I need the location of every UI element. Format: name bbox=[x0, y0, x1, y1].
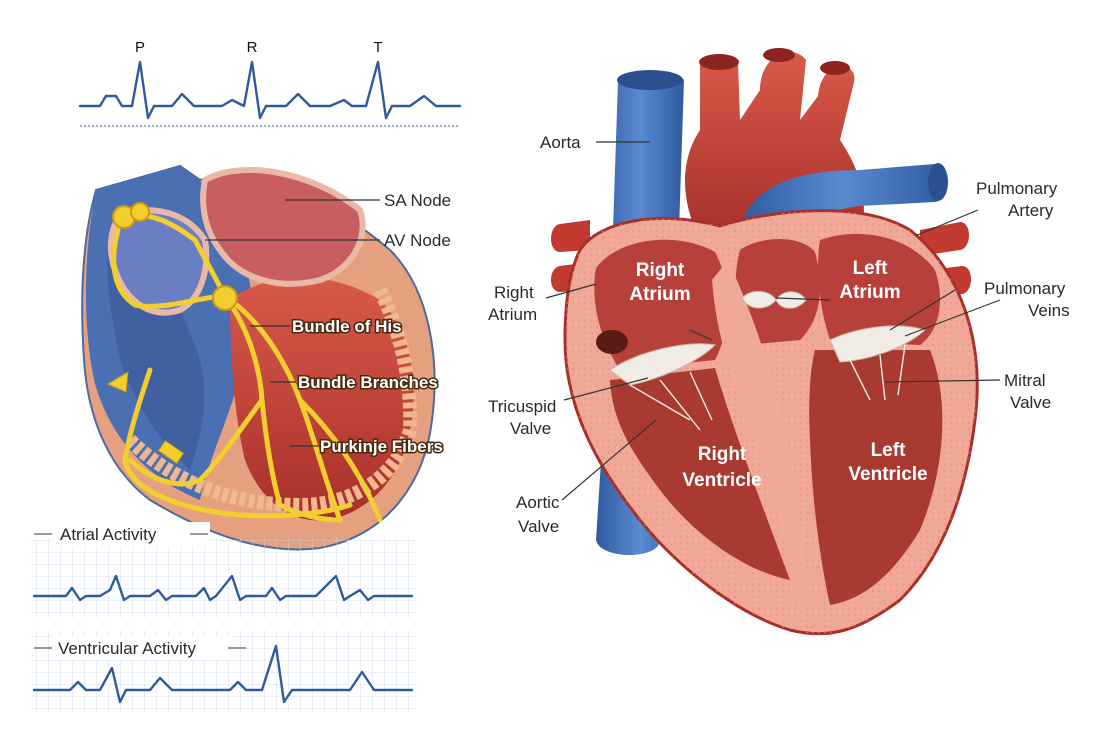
strip-title-ventricular: Ventricular Activity bbox=[58, 639, 196, 658]
label-pulmonary-veins-line1: Pulmonary bbox=[984, 279, 1066, 298]
label-right-ventricle-line1: Right bbox=[698, 444, 747, 465]
peak-label-r: R bbox=[247, 39, 258, 56]
label-left-atrium-line2: Atrium bbox=[839, 282, 900, 303]
conduction-heart-illustration: SA Node AV Node Bundle of His Bundle Bra… bbox=[82, 166, 451, 549]
label-mitral-valve-line1: Mitral bbox=[1004, 371, 1046, 390]
label-right-atrium-line1: Right bbox=[636, 260, 685, 281]
label-right-atrium-line2: Atrium bbox=[629, 284, 690, 305]
strip-title-atrial: Atrial Activity bbox=[60, 525, 157, 544]
label-bundle-branches: Bundle Branches bbox=[298, 373, 438, 392]
peak-label-p: P bbox=[135, 39, 145, 56]
anatomy-heart-illustration: Aorta Pulmonary Artery Right Atrium Pulm… bbox=[488, 48, 1070, 634]
label-tricuspid-valve-line1: Tricuspid bbox=[488, 397, 556, 416]
sa-node-marker-2 bbox=[131, 203, 149, 221]
label-purkinje-fibers: Purkinje Fibers bbox=[320, 437, 443, 456]
label-bundle-of-his: Bundle of His bbox=[292, 317, 402, 336]
top-ecg-trace: P R T bbox=[80, 39, 460, 126]
label-pulmonary-artery-line1: Pulmonary bbox=[976, 179, 1058, 198]
label-right-atrium-out-line1: Right bbox=[494, 283, 534, 302]
label-aortic-valve-line2: Valve bbox=[518, 517, 559, 536]
av-node-marker bbox=[213, 286, 237, 310]
ventricular-activity-strip: Ventricular Activity bbox=[30, 630, 416, 712]
label-pulmonary-artery-line2: Artery bbox=[1008, 201, 1054, 220]
label-left-ventricle-line2: Ventricle bbox=[848, 464, 927, 485]
label-mitral-valve-line2: Valve bbox=[1010, 393, 1051, 412]
label-aorta: Aorta bbox=[540, 133, 581, 152]
label-aortic-valve-line1: Aortic bbox=[516, 493, 560, 512]
label-sa-node: SA Node bbox=[384, 191, 451, 210]
label-right-atrium-out-line2: Atrium bbox=[488, 305, 537, 324]
label-right-ventricle-line2: Ventricle bbox=[682, 470, 761, 491]
peak-label-t: T bbox=[373, 39, 382, 56]
label-left-atrium-line1: Left bbox=[853, 258, 889, 279]
label-left-ventricle-line1: Left bbox=[871, 440, 907, 461]
label-pulmonary-veins-line2: Veins bbox=[1028, 301, 1070, 320]
label-tricuspid-valve-line2: Valve bbox=[510, 419, 551, 438]
label-av-node: AV Node bbox=[384, 231, 451, 250]
